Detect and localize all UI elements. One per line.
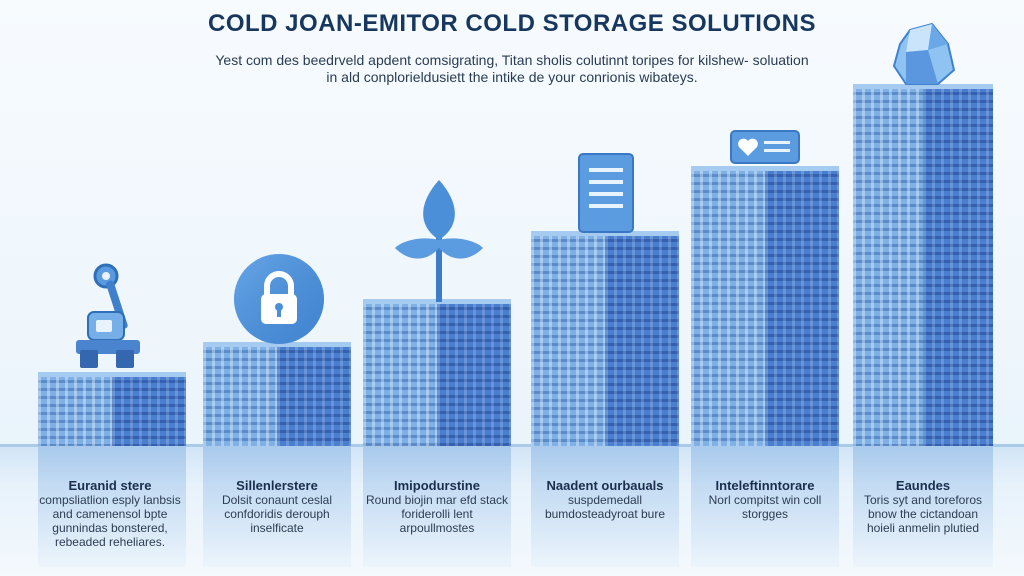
tower-5 bbox=[691, 166, 839, 446]
column-5-title: Inteleftinntorare bbox=[715, 478, 815, 493]
column-6-title: Eaundes bbox=[895, 478, 951, 493]
column-3-text: Round biojin mar efd stack foriderolli l… bbox=[365, 493, 509, 535]
reflection-3 bbox=[363, 447, 511, 567]
floor bbox=[0, 444, 1024, 576]
tower-6 bbox=[853, 84, 993, 446]
column-5-text: Norl compitst win coll storgges bbox=[708, 493, 822, 521]
tower-3 bbox=[363, 299, 511, 446]
page-subtitle: Yest com des beedrveld apdent comsigrati… bbox=[215, 52, 809, 85]
plant-sprout-icon bbox=[395, 180, 483, 302]
column-3-title: Imipodurstine bbox=[394, 478, 480, 493]
heart-card-icon bbox=[730, 130, 800, 164]
reflection-5 bbox=[691, 447, 839, 567]
column-4-title: Naadent ourbauals bbox=[546, 478, 664, 493]
tower-1 bbox=[38, 372, 186, 446]
tower-2 bbox=[203, 342, 351, 446]
robot-arm-icon bbox=[76, 263, 140, 368]
tower-4 bbox=[531, 231, 679, 446]
column-6-text: Toris syt and toreforos bnow the cictand… bbox=[863, 493, 983, 535]
ice-crystal-icon bbox=[892, 22, 956, 85]
reflection-2 bbox=[203, 447, 351, 567]
reflection-4 bbox=[531, 447, 679, 567]
page-title: COLD JOAN-EMITOR COLD STORAGE SOLUTIONS bbox=[208, 10, 816, 37]
column-1-text: compsliatlion esply lanbsis and camenens… bbox=[39, 493, 181, 549]
column-1-title: Euranid stere bbox=[68, 478, 152, 493]
reflection-1 bbox=[38, 447, 186, 567]
column-2-text: Dolsit conaunt ceslal confdoridis deroup… bbox=[221, 493, 333, 535]
column-4-text: suspdemedall bumdosteadyroat bure bbox=[544, 493, 666, 521]
column-2-title: Sillenlerstere bbox=[236, 478, 318, 493]
document-list-icon bbox=[578, 153, 634, 233]
reflection-6 bbox=[853, 447, 993, 567]
floor-line bbox=[0, 444, 1024, 447]
padlock-icon bbox=[234, 254, 324, 344]
